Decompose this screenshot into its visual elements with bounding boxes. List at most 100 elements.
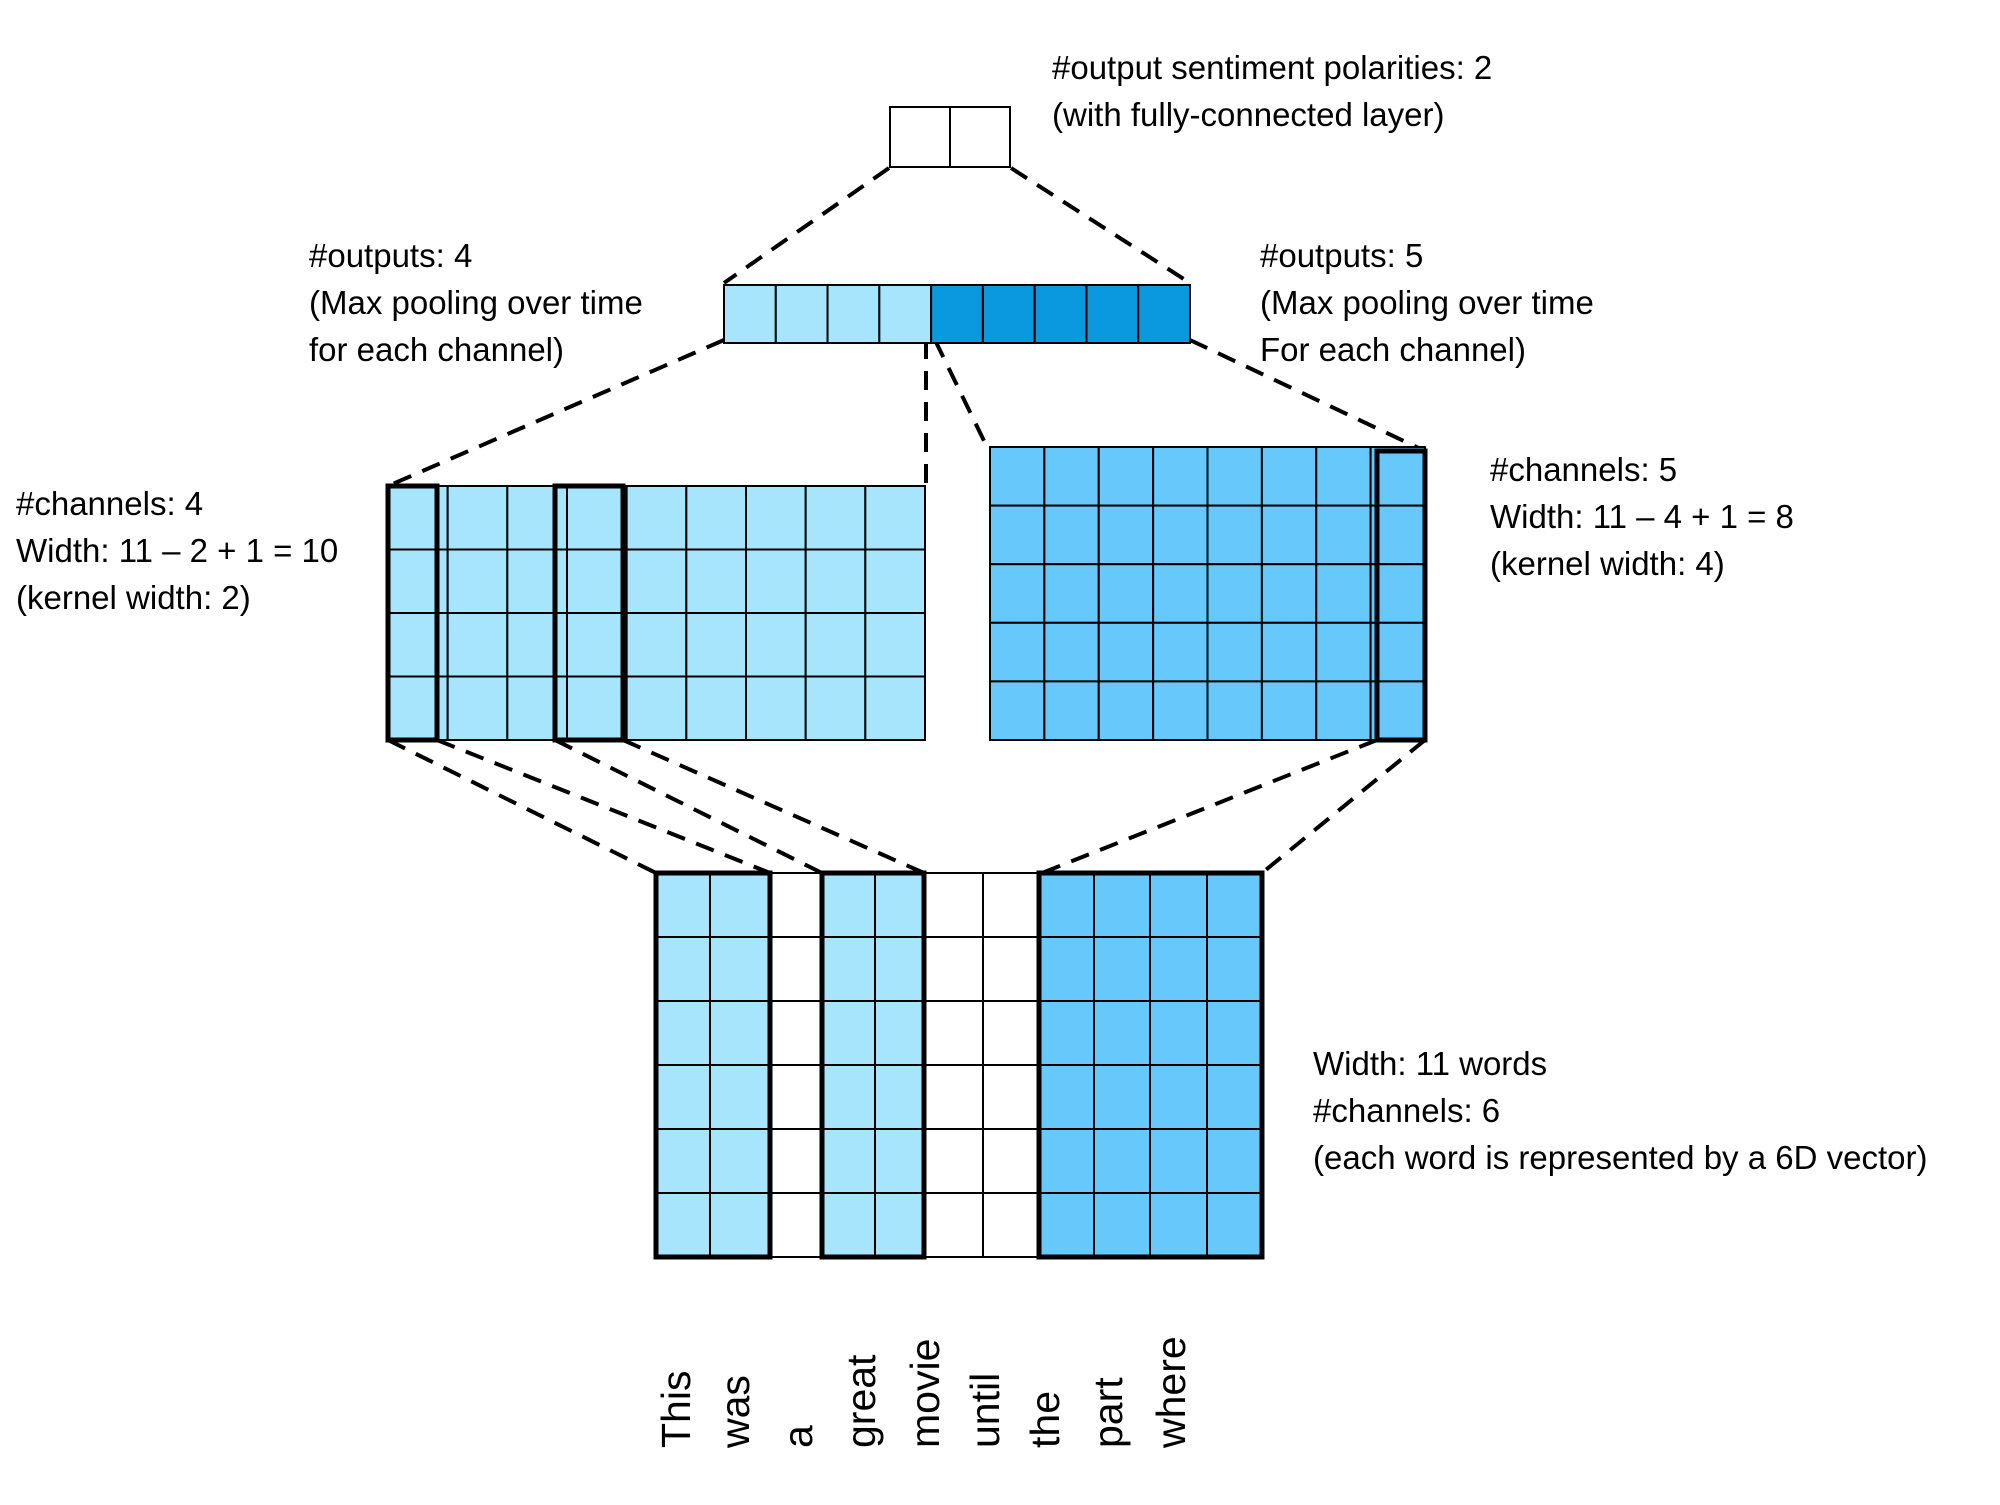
pooled-vector-cell [774, 284, 829, 344]
connector-line [933, 339, 989, 448]
input-matrix-cell [874, 1000, 925, 1066]
input-matrix-cell [1038, 1128, 1095, 1194]
input-matrix-cell [874, 1128, 925, 1194]
feature-map-right-cell [989, 680, 1046, 742]
conv-right-label-line-3: (kernel width: 4) [1490, 545, 1725, 582]
input-matrix-cell [874, 936, 925, 1002]
word-label: part [1085, 1377, 1131, 1448]
feature-map-right-cell [1206, 621, 1263, 683]
feature-map-right-cell [1043, 621, 1100, 683]
input-matrix-cell [1149, 1192, 1208, 1258]
feature-map-right-cell [1097, 563, 1155, 624]
connector-line [554, 738, 823, 875]
conv-left-label-line-3: (kernel width: 2) [16, 579, 251, 616]
pool-right-label-line-1: #outputs: 5 [1260, 237, 1424, 274]
feature-map-right-cell [1043, 680, 1100, 742]
output-label-line-2: (with fully-connected layer) [1052, 96, 1445, 133]
connector-line [722, 166, 891, 285]
connector-line [387, 738, 657, 875]
feature-map-left-cell [804, 675, 867, 741]
input-matrix-cell [655, 1128, 711, 1194]
input-matrix-cell [1038, 936, 1095, 1002]
feature-map-left-cell [566, 675, 628, 741]
kernel-highlight [552, 483, 626, 743]
input-matrix-cell [923, 1128, 984, 1194]
input-matrix-cell [1093, 936, 1151, 1002]
word-label: was [712, 1375, 758, 1448]
kernel-highlight [1374, 448, 1428, 743]
feature-map-left-cell [685, 548, 747, 614]
input-matrix-cell [874, 1064, 925, 1130]
word-label: the [1022, 1391, 1068, 1448]
pooled-vector-cell [878, 284, 933, 344]
input-matrix-cell [1149, 936, 1208, 1002]
feature-map-right-cell [1206, 563, 1263, 624]
feature-map-right-cell [1043, 563, 1100, 624]
input-matrix-cell [982, 936, 1040, 1002]
feature-map-right-cell [1315, 504, 1372, 566]
output-vector-cell [889, 106, 951, 168]
input-matrix-cell [923, 1192, 984, 1258]
input-matrix-cell [709, 1192, 771, 1258]
input-matrix-cell [1093, 872, 1151, 938]
word-label: where [1148, 1336, 1194, 1448]
input-matrix-cell [1038, 872, 1095, 938]
input-matrix-cell [982, 872, 1040, 938]
pool-left-label-line-1: #outputs: 4 [309, 237, 473, 274]
feature-map-right-cell [1260, 504, 1318, 566]
input-matrix-cell [769, 1192, 823, 1258]
input-matrix-cell [1206, 872, 1263, 938]
input-matrix-cell [1093, 1192, 1151, 1258]
feature-map-right-cell [1097, 446, 1155, 507]
conv-right-label-line-1: #channels: 5 [1490, 451, 1678, 488]
conv-left-label-line-2: Width: 11 – 2 + 1 = 10 [16, 532, 339, 569]
feature-map-left-cell [506, 485, 569, 551]
feature-map-left-cell [566, 485, 628, 551]
input-matrix-cell [769, 936, 823, 1002]
input-matrix-cell [769, 1064, 823, 1130]
input-label-line-1: Width: 11 words [1313, 1045, 1548, 1082]
input-matrix-cell [709, 936, 771, 1002]
pool-right-label: #outputs: 5 (Max pooling over time For e… [1260, 232, 1594, 373]
connector-line [436, 738, 771, 875]
input-matrix-cell [655, 1064, 711, 1130]
input-matrix-cell [769, 872, 823, 938]
input-matrix-cell [982, 1192, 1040, 1258]
feature-map-left-cell [864, 612, 926, 678]
feature-map-left-cell [446, 485, 509, 551]
feature-map-left-cell [804, 485, 867, 551]
input-matrix-cell [982, 1000, 1040, 1066]
feature-map-left-cell [625, 485, 688, 551]
feature-map-left-cell [446, 548, 509, 614]
kernel-highlight [1036, 870, 1265, 1260]
feature-map-right-cell [1043, 504, 1100, 566]
input-matrix-cell [1038, 1000, 1095, 1066]
feature-map-right-cell [989, 621, 1046, 683]
input-matrix-cell [1206, 1064, 1263, 1130]
pooled-vector-cell [1085, 284, 1140, 344]
connector-line [1041, 738, 1378, 875]
feature-map-left-cell [566, 612, 628, 678]
feature-map-left-cell [864, 548, 926, 614]
input-matrix-cell [1093, 1000, 1151, 1066]
feature-map-left-cell [625, 675, 688, 741]
input-matrix-cell [1149, 1128, 1208, 1194]
feature-map-right-cell [1315, 446, 1372, 507]
kernel-highlight [653, 870, 773, 1260]
input-matrix-cell [982, 1064, 1040, 1130]
output-vector-cell [949, 106, 1011, 168]
feature-map-left-cell [506, 612, 569, 678]
kernel-highlight [819, 870, 927, 1260]
feature-map-left-cell [625, 548, 688, 614]
feature-map-left-cell [446, 612, 509, 678]
feature-map-right-cell [1152, 621, 1209, 683]
feature-map-right-cell [1260, 563, 1318, 624]
feature-map-left-cell [506, 675, 569, 741]
feature-map-right-cell [1097, 504, 1155, 566]
feature-map-right-cell [989, 504, 1046, 566]
connector-line [1189, 338, 1426, 453]
feature-map-right-cell [1369, 563, 1426, 624]
pool-left-label-line-3: for each channel) [309, 331, 564, 368]
conv-right-label: #channels: 5 Width: 11 – 4 + 1 = 8 (kern… [1490, 446, 1794, 587]
